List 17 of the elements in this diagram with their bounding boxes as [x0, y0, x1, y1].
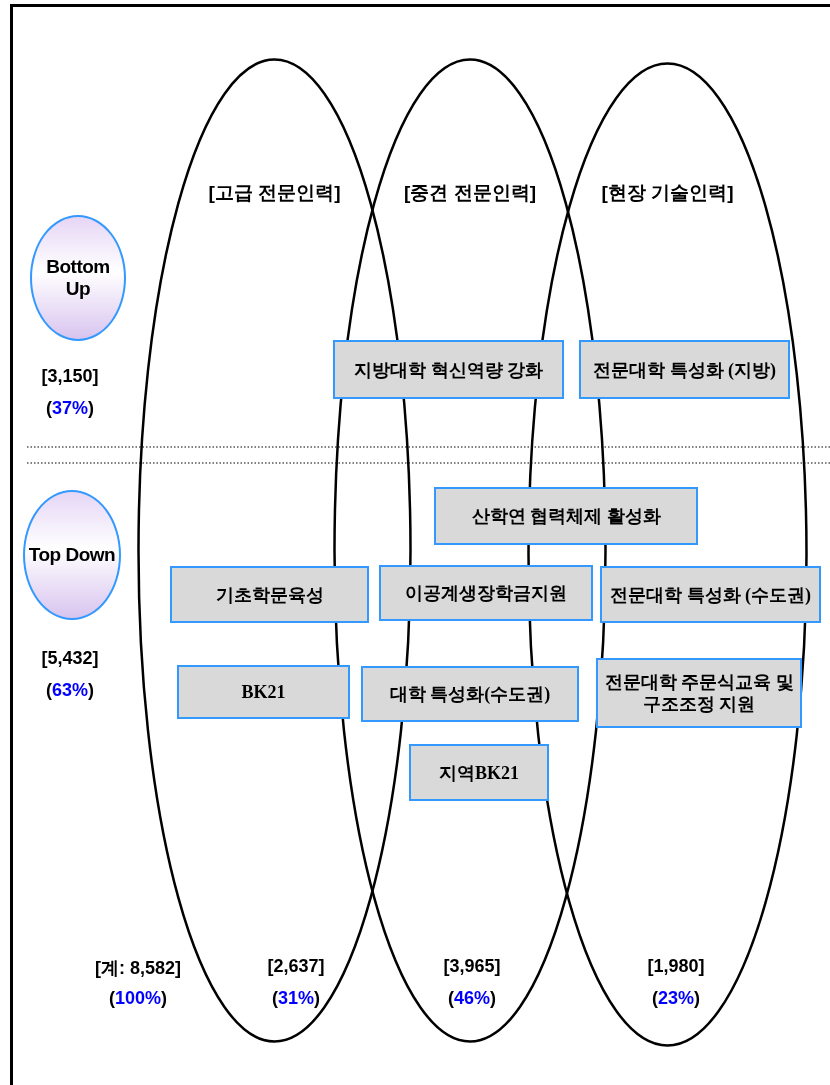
- count-label: [5,432]: [41, 648, 99, 669]
- count-label: [2,637]: [267, 956, 325, 977]
- percent-label: (23%): [652, 988, 700, 1009]
- count-label: [1,980]: [647, 956, 705, 977]
- total-label: [계: 8,582]: [95, 957, 181, 980]
- percent-label: (37%): [46, 398, 94, 419]
- percent-label: (31%): [272, 988, 320, 1009]
- count-label: [3,150]: [41, 366, 99, 387]
- percent-label: (100%): [109, 988, 167, 1009]
- approach-oval: Bottom Up: [30, 215, 126, 341]
- percent-label: (46%): [448, 988, 496, 1009]
- program-box: 전문대학 특성화 (수도권): [600, 566, 821, 623]
- approach-oval: Top Down: [23, 490, 121, 620]
- count-label: [3,965]: [443, 956, 501, 977]
- ellipse-heading: [중견 전문인력]: [403, 181, 537, 205]
- percent-label: (63%): [46, 680, 94, 701]
- program-box: 산학연 협력체제 활성화: [434, 487, 698, 545]
